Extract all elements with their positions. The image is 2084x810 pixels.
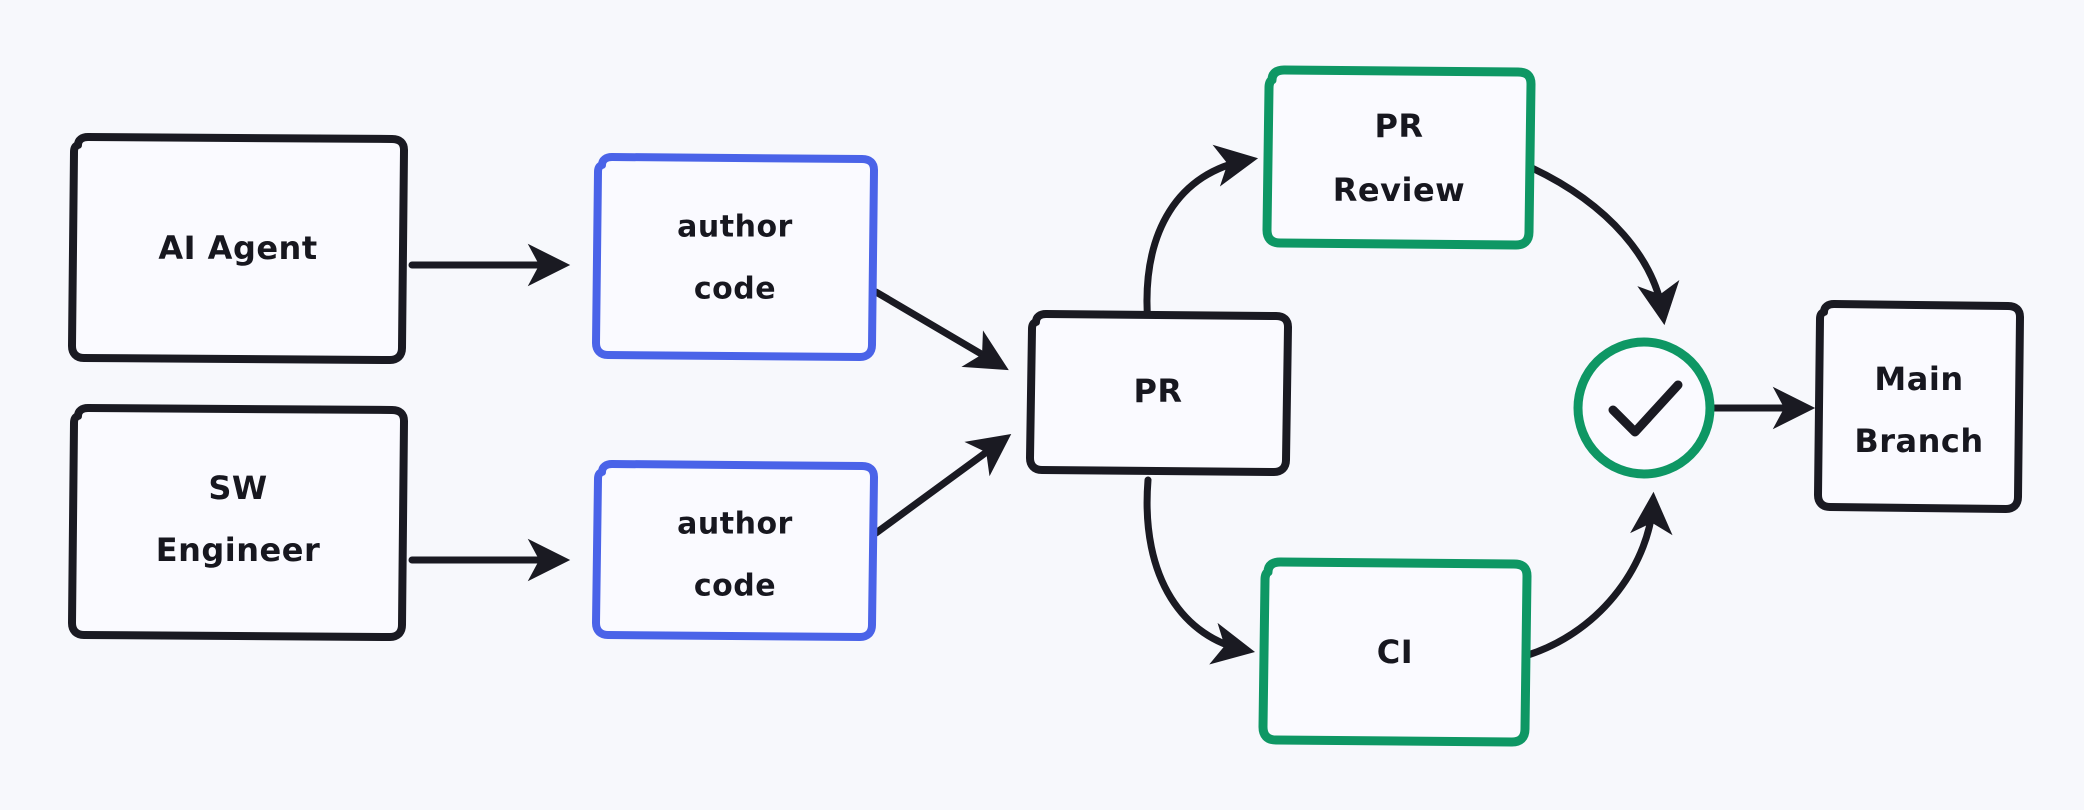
node-author-code-top-label-line-1: author	[677, 210, 793, 245]
edge-pr-to-pr-review	[1143, 144, 1259, 329]
node-pr-label: PR	[1133, 372, 1182, 410]
node-author-code-bottom-label-line-2: code	[694, 569, 776, 604]
node-main-branch-label-line-2: Branch	[1854, 422, 1983, 460]
check-icon	[1608, 380, 1683, 437]
node-sw-engineer-outline	[68, 404, 408, 641]
node-ai-agent-outline	[68, 133, 408, 364]
node-ci-outline	[1258, 557, 1532, 747]
node-main-branch[interactable]: Main Branch	[1814, 300, 2024, 513]
edge-pr-to-ci	[1143, 476, 1256, 665]
node-author-code-bottom-label-line-1: author	[677, 507, 793, 542]
node-main-branch-outline	[1814, 300, 2024, 513]
edge-ci-to-merge-check	[1524, 491, 1673, 659]
edge-author-code-top-to-pr	[872, 288, 1009, 371]
node-sw-engineer-label-line-1: SW	[208, 469, 267, 507]
node-ci[interactable]: CI	[1258, 557, 1532, 747]
node-pr-review-label-line-2: Review	[1333, 171, 1465, 209]
node-pr-outline	[1026, 310, 1292, 476]
node-author-code-bottom-outline	[592, 460, 878, 641]
node-ai-agent[interactable]: AI Agent	[68, 133, 408, 364]
node-sw-engineer-label-line-2: Engineer	[156, 531, 320, 569]
node-ai-agent-label: AI Agent	[158, 229, 317, 267]
node-author-code-top-outline	[592, 153, 878, 361]
node-pr-review-label-line-1: PR	[1374, 107, 1423, 145]
node-author-code-top[interactable]: author code	[592, 153, 878, 361]
node-ci-label: CI	[1377, 633, 1413, 671]
node-main-branch-label-line-1: Main	[1874, 360, 1963, 398]
node-merge-check[interactable]	[1573, 337, 1715, 479]
node-pr-review[interactable]: PR Review	[1262, 65, 1536, 250]
node-author-code-top-label-line-2: code	[694, 272, 776, 307]
node-merge-check-outline	[1573, 337, 1715, 479]
node-pr-review-outline	[1262, 65, 1536, 250]
edge-author-code-bottom-to-pr	[872, 433, 1012, 537]
edge-pr-review-to-merge-check	[1528, 164, 1680, 326]
node-author-code-bottom[interactable]: author code	[592, 460, 878, 641]
node-sw-engineer[interactable]: SW Engineer	[68, 404, 408, 641]
edges-layer	[408, 144, 1816, 665]
node-pr[interactable]: PR	[1026, 310, 1292, 476]
